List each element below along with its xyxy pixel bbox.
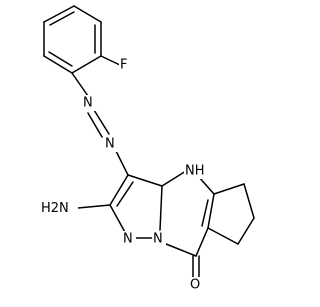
ring-nh-label: NH (185, 164, 205, 179)
azo-nitrogen-upper: N (82, 95, 96, 111)
pyrazole-n2: N (122, 231, 136, 247)
bond (93, 109, 110, 135)
azo-nitrogen-lower: N (104, 136, 118, 152)
fluorine-atom: F (119, 57, 131, 73)
pyrazole-n1-label: N (153, 232, 163, 247)
structure-canvas: F N N NH H2N N N O (40, 5, 255, 293)
azo-n-lower-label: N (105, 137, 115, 152)
carbonyl-oxygen: O (189, 277, 203, 293)
azo-n-upper-label: N (83, 96, 93, 111)
bond (49, 11, 75, 26)
bond (201, 199, 209, 227)
bond (87, 112, 103, 138)
bond (127, 174, 163, 187)
bond (159, 185, 163, 231)
bonds (43, 5, 255, 279)
bond (207, 227, 239, 245)
bond (43, 55, 73, 74)
carbonyl-o-label: O (190, 278, 200, 293)
bond (77, 204, 111, 209)
amino-label: H2N (41, 201, 69, 216)
bond (43, 5, 75, 23)
bond (73, 5, 102, 23)
bond (195, 227, 209, 257)
bond (71, 72, 89, 97)
bond (213, 183, 245, 195)
bond (71, 55, 102, 74)
bond (207, 193, 215, 229)
molecule-drawing: F N N NH H2N N N O (40, 5, 255, 293)
bond (116, 181, 134, 207)
bond (100, 55, 123, 67)
pyrazole-n2-label: N (123, 232, 133, 247)
bond (243, 183, 255, 219)
bond (165, 243, 197, 257)
atom-labels: F N N NH H2N N N O (40, 57, 208, 293)
amino-group: H2N (40, 200, 78, 218)
fluorine-label: F (120, 58, 127, 73)
bond (161, 170, 187, 187)
bond (109, 204, 127, 235)
bond (115, 150, 129, 176)
bond (109, 174, 129, 206)
bond (48, 51, 73, 67)
bond (237, 217, 255, 245)
ring-nh: NH (184, 163, 208, 179)
pyrazole-n1: N (152, 231, 166, 247)
